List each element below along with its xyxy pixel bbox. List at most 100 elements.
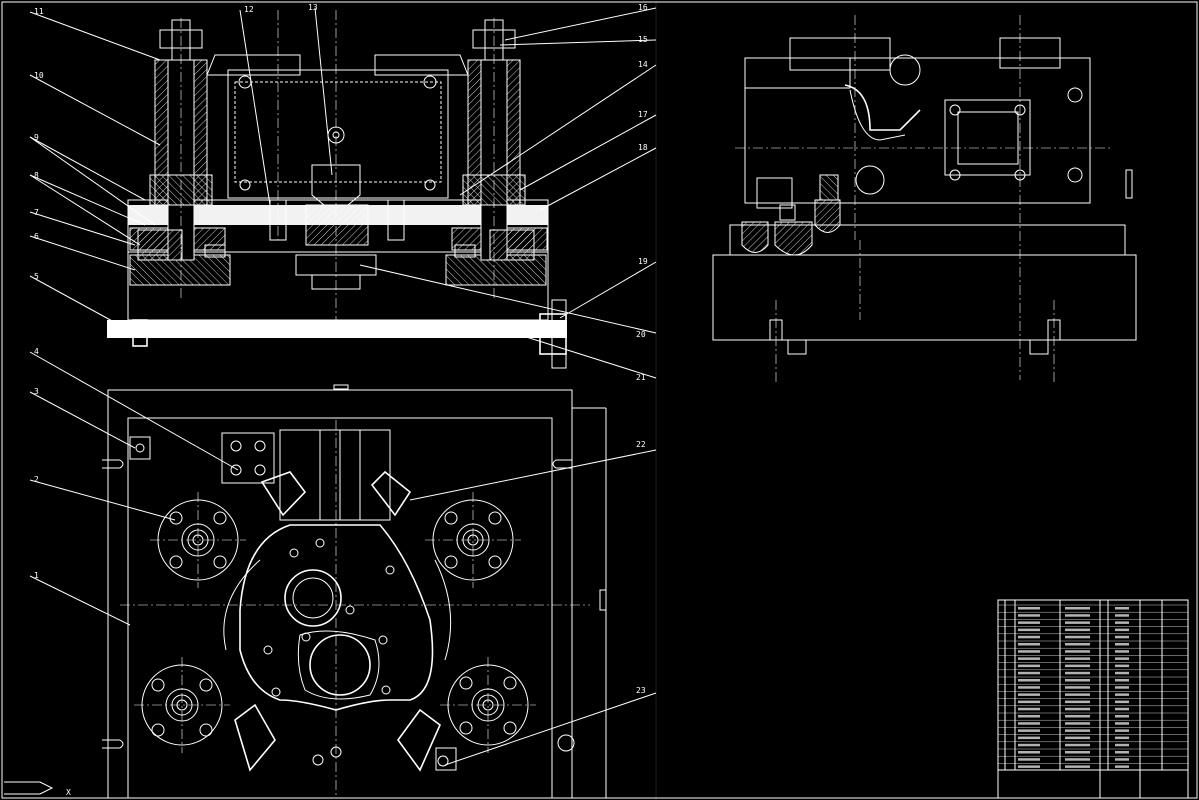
table-cell-mark [1065, 657, 1090, 660]
table-cell-mark [1018, 751, 1040, 754]
table-cell-mark [1018, 686, 1040, 689]
table-cell-mark [1065, 686, 1090, 689]
table-cell-mark [1115, 679, 1129, 682]
label-6: 6 [34, 232, 39, 241]
table-cell-mark [1065, 722, 1090, 725]
table-cell-mark [1115, 743, 1129, 747]
table-cell-mark [1018, 765, 1040, 768]
label-10: 10 [34, 71, 44, 80]
table-cell-mark [1115, 628, 1129, 632]
base-plate [107, 320, 567, 338]
table-cell-mark [1065, 671, 1090, 675]
axis-marker-x: X [66, 788, 71, 797]
clamp-assembly-tl [150, 492, 246, 588]
label-12: 12 [244, 5, 254, 14]
table-cell-mark [1018, 715, 1040, 718]
label-17: 17 [638, 110, 648, 119]
table-cell-mark [1115, 686, 1129, 689]
table-cell-mark [1115, 635, 1129, 639]
table-cell-mark [1065, 628, 1090, 632]
table-cell-mark [1115, 621, 1129, 624]
table-cell-mark [1115, 643, 1129, 646]
plan-view-labels: 4 3 2 1 22 23 [29, 347, 657, 766]
label-13: 13 [308, 3, 318, 12]
table-cell-mark [1115, 715, 1129, 718]
plan-view [102, 384, 607, 799]
table-cell-mark [1018, 743, 1040, 747]
table-cell-mark [1065, 679, 1090, 682]
front-section-view [107, 10, 567, 369]
label-1: 1 [34, 571, 39, 580]
table-cell-mark [1065, 765, 1090, 768]
table-cell-mark [1018, 664, 1040, 668]
label-20: 20 [636, 330, 646, 339]
label-2: 2 [34, 475, 39, 484]
table-cell-mark [1065, 729, 1090, 732]
table-cell-mark [1115, 765, 1129, 768]
workpiece-outline [239, 524, 434, 711]
table-cell-mark [1065, 614, 1090, 617]
label-19: 19 [638, 257, 648, 266]
table-cell-mark [1065, 715, 1090, 718]
label-4: 4 [34, 347, 39, 356]
front-view-labels: 11 10 9 8 7 6 5 12 13 16 15 14 17 18 19 … [29, 3, 657, 382]
table-cell-mark [1018, 628, 1040, 632]
table-cell-mark [1065, 643, 1090, 646]
table-cell-mark [1115, 722, 1129, 725]
table-cell-mark [1065, 607, 1090, 610]
label-8: 8 [34, 171, 39, 180]
table-cell-mark [1065, 621, 1090, 624]
clamp-assembly-br [440, 657, 536, 753]
table-cell-mark [1065, 693, 1090, 696]
table-cell-mark [1115, 693, 1129, 696]
table-cell-mark [1115, 650, 1129, 653]
label-23: 23 [636, 686, 646, 695]
table-cell-mark [1018, 722, 1040, 725]
table-cell-mark [1018, 729, 1040, 732]
label-7: 7 [34, 208, 39, 217]
view-direction-arrow: X [4, 781, 71, 797]
table-cell-mark [1018, 621, 1040, 624]
label-22: 22 [636, 440, 646, 449]
table-cell-mark [1115, 729, 1129, 732]
label-11: 11 [34, 7, 44, 16]
table-cell-mark [1018, 736, 1040, 740]
table-cell-mark [1065, 751, 1090, 754]
table-cell-mark [1065, 743, 1090, 747]
table-cell-mark [1065, 758, 1090, 761]
clamp-assembly-bl [134, 657, 230, 753]
table-cell-mark [1018, 635, 1040, 639]
side-view [712, 15, 1137, 385]
label-9: 9 [34, 133, 39, 142]
label-14: 14 [638, 60, 648, 69]
table-cell-mark [1115, 707, 1129, 711]
label-3: 3 [34, 387, 39, 396]
table-cell-mark [1065, 736, 1090, 740]
label-21: 21 [636, 373, 646, 382]
table-cell-mark [1065, 700, 1090, 704]
table-cell-mark [1018, 700, 1040, 704]
parts-list-table [997, 599, 1189, 799]
label-5: 5 [34, 272, 39, 281]
table-cell-mark [1018, 693, 1040, 696]
table-cell-mark [1018, 643, 1040, 646]
label-16: 16 [638, 3, 648, 12]
table-cell-mark [1018, 614, 1040, 617]
clamp-assembly-tr [425, 492, 521, 588]
table-cell-mark [1115, 751, 1129, 754]
label-15: 15 [638, 35, 648, 44]
table-cell-mark [1018, 671, 1040, 675]
table-cell-mark [1018, 657, 1040, 660]
table-cell-mark [1018, 650, 1040, 653]
table-cell-mark [1065, 635, 1090, 639]
table-cell-mark [1115, 700, 1129, 704]
table-cell-mark [1115, 758, 1129, 761]
table-cell-mark [1018, 758, 1040, 761]
table-cell-mark [1018, 607, 1040, 610]
table-cell-mark [1065, 650, 1090, 653]
table-cell-mark [1065, 664, 1090, 668]
table-cell-mark [1018, 679, 1040, 682]
table-cell-mark [1115, 614, 1129, 617]
